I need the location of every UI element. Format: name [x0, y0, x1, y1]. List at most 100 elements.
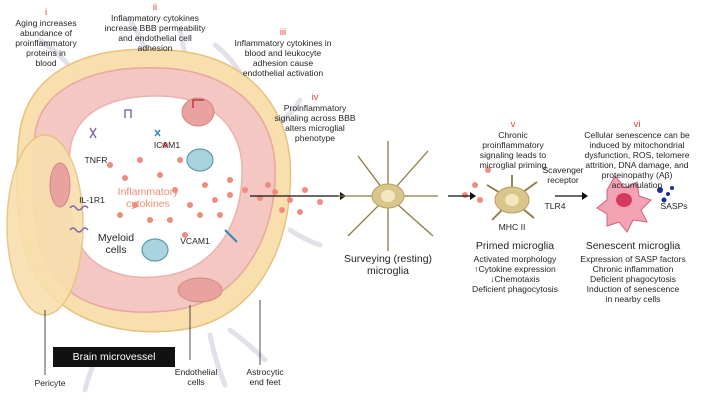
cytokine-dot [137, 157, 143, 163]
senescent-item: Induction of senescence [586, 284, 680, 294]
myeloid-line: Myeloid [97, 232, 135, 244]
step-number: iv [311, 92, 319, 103]
senescent-item: Chronic inflammation [592, 264, 674, 274]
surveying-line: Surveying (resting) [343, 253, 433, 265]
primed-item: Chemotaxis [494, 274, 540, 284]
cytokine-dot [147, 217, 153, 223]
cytokine-dot [265, 182, 271, 188]
step-text-line: adhesion [137, 43, 173, 53]
pericyte-cell [6, 134, 84, 316]
cytokine-dot [157, 172, 163, 178]
cytokine-dot [242, 187, 248, 193]
cytokine-dot [279, 207, 285, 213]
step-text-line: Aging increases [15, 18, 77, 28]
sasps-label: SASPs [660, 201, 688, 211]
cytokine-dot [177, 157, 183, 163]
inflammatory-cytokines-label: Inflammatory cytokines [108, 186, 188, 210]
cytokine-dot [477, 197, 483, 203]
cytokine-dot [162, 142, 168, 148]
step-2-annotation: ii Inflammatory cytokines increase BBB p… [95, 3, 215, 54]
step-6-annotation: vi Cellular senescence can be induced by… [572, 119, 702, 191]
down-arrow-icon: ↓ [490, 274, 495, 284]
step-number: v [510, 119, 516, 130]
step-text-line: proinflammatory [482, 140, 544, 150]
cytokine-dot [182, 232, 188, 238]
step-text-line: induced by mitochondrial [589, 140, 685, 150]
transcription-arrow-icon [192, 99, 204, 108]
primed-item-row: ↑Cytokine expression [462, 264, 568, 274]
cytokine-dots [107, 142, 491, 238]
cytokine-dot [167, 217, 173, 223]
tnfr-label: TNFR [84, 155, 108, 165]
tlr4-label: TLR4 [544, 201, 566, 211]
cytokine-dot [202, 182, 208, 188]
step-text-line: signaling across BBB [274, 113, 356, 123]
myeloid-line: cells [105, 244, 127, 256]
flow-arrows [250, 192, 588, 200]
step-text-line: alters microglial [285, 123, 345, 133]
senescent-item: Deficient phagocytosis [590, 274, 676, 284]
step-text-line: adhesion cause [252, 58, 314, 68]
astrocytic-line: Astrocytic [246, 367, 284, 377]
surveying-microglia-caption: Surveying (resting) microglia [330, 253, 446, 277]
surveying-line: microglia [366, 265, 409, 277]
step-text-line: Inflammatory cytokines in [234, 38, 332, 48]
step-text-line: Inflammatory cytokines [111, 13, 199, 23]
step-number: iii [279, 27, 287, 38]
myeloid-cell-icons [141, 148, 214, 262]
cytokines-line: Inflammatory [117, 186, 179, 198]
step-4-annotation: iv Proinflammatory signaling across BBB … [265, 92, 365, 144]
step-text-line: Chronic [498, 130, 528, 140]
step-text-line: attrition, DNA damage, and [585, 160, 689, 170]
up-arrow-icon: ↑ [474, 264, 479, 274]
brain-microvessel-label: Brain microvessel [53, 347, 175, 367]
endothelial-line: cells [187, 377, 205, 387]
pericyte-label: Pericyte [34, 378, 66, 388]
endothelial-cells-label: Endothelial cells [168, 367, 224, 387]
icam1-label: ICAM1 [153, 140, 181, 150]
step-text-line: proteins in [26, 48, 66, 58]
step-text-line: increase BBB permeability [104, 23, 206, 33]
scavenger-receptor-label: Scavenger receptor [533, 165, 593, 185]
cytokine-dot [107, 162, 113, 168]
primed-item: Cytokine expression [478, 264, 556, 274]
cytokine-dot [297, 209, 303, 215]
step-number: vi [633, 119, 641, 130]
step-text-line: phenotype [294, 133, 336, 143]
cytokine-dot [117, 212, 123, 218]
senescent-item: in nearby cells [605, 294, 661, 304]
primed-item: Activated morphology [473, 254, 557, 264]
scavenger-line: receptor [547, 175, 579, 185]
step-text-line: dysfunction, ROS, telomere [584, 150, 690, 160]
step-text-line: signaling leads to [479, 150, 547, 160]
step-3-annotation: iii Inflammatory cytokines in blood and … [218, 27, 348, 79]
senescent-microglia-panel: Senescent microglia Expression of SASP f… [568, 240, 698, 304]
cytokine-dot [227, 177, 233, 183]
scavenger-line: Scavenger [542, 165, 584, 175]
step-1-annotation: i Aging increases abundance of proinflam… [6, 8, 86, 69]
cytokine-dot [217, 212, 223, 218]
primed-title: Primed microglia [475, 240, 555, 252]
step-text-line: blood and leukocyte [244, 48, 322, 58]
cytokine-dot [472, 182, 478, 188]
cytokine-dot [272, 189, 278, 195]
cytokine-dot [462, 192, 468, 198]
senescent-item: Expression of SASP factors [580, 254, 686, 264]
step-text-line: proteinopathy (Aβ) [601, 170, 673, 180]
senescent-title: Senescent microglia [585, 240, 681, 252]
step-text-line: proinflammatory [15, 38, 77, 48]
cytokine-dot [197, 212, 203, 218]
step-text-line: abundance of [19, 28, 73, 38]
step-text-line: endothelial activation [242, 68, 324, 78]
astrocytic-end-feet-label: Astrocytic end feet [236, 367, 294, 387]
cytokine-dot [317, 199, 323, 205]
step-text-line: microglial priming [479, 160, 547, 170]
cytokine-dot [172, 187, 178, 193]
step-text-line: Cellular senescence can be [584, 130, 690, 140]
step-text-line: blood [35, 58, 57, 68]
cytokine-dot [227, 192, 233, 198]
cytokine-dot [485, 167, 491, 173]
primed-item: Deficient phagocytosis [472, 284, 558, 294]
